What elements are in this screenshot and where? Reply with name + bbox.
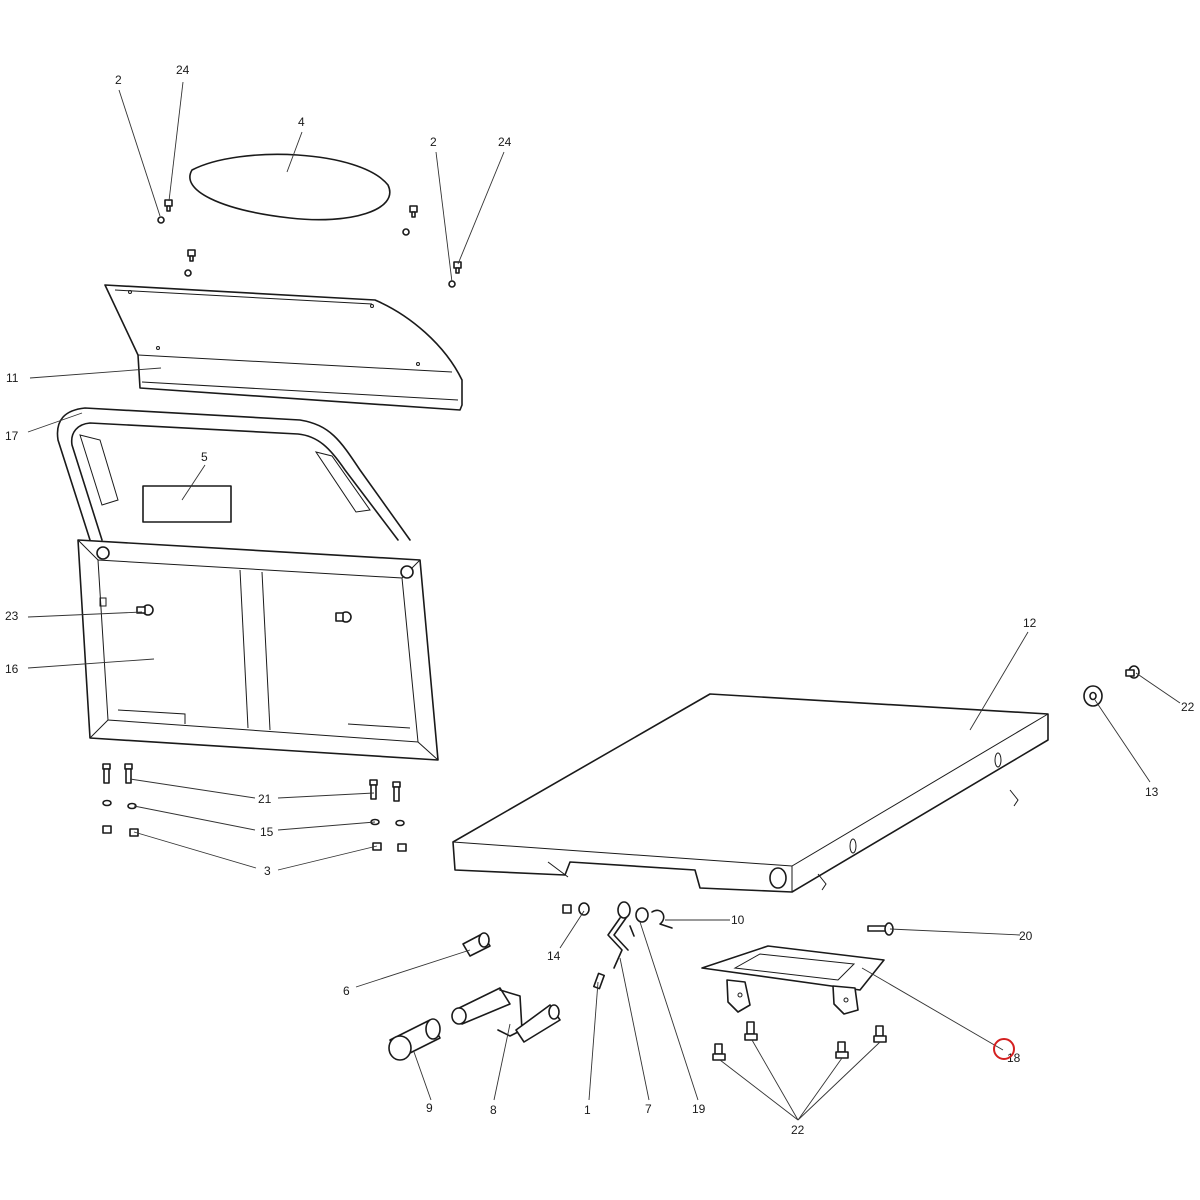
part-19-bushing	[635, 907, 649, 923]
part-20-bolt	[867, 922, 894, 936]
callout-2: 2	[115, 73, 122, 87]
part-12-tray	[452, 693, 1049, 893]
callout-18: 18	[1007, 1051, 1021, 1065]
callout-24: 24	[176, 63, 190, 77]
callout-22: 22	[1181, 700, 1195, 714]
callout-4: 4	[298, 115, 305, 129]
part-6-pin	[462, 932, 491, 957]
callout-2: 2	[430, 135, 437, 149]
callout-7: 7	[645, 1102, 652, 1116]
part-7-lever	[607, 901, 635, 969]
callout-5: 5	[201, 450, 208, 464]
callout-22: 22	[791, 1123, 805, 1137]
callout-24: 24	[498, 135, 512, 149]
callout-15: 15	[260, 825, 274, 839]
part-11-top-panel	[104, 284, 463, 411]
callout-16: 16	[5, 662, 19, 676]
callout-labels: 2 24 4 2 24 11 17 5 23 16 21 15 3 12 22 …	[5, 63, 1195, 1137]
callout-8: 8	[490, 1103, 497, 1117]
callout-6: 6	[343, 984, 350, 998]
part-5-label	[142, 485, 232, 523]
hardware-top-screws-nuts	[157, 199, 462, 288]
part-9-cylinder	[388, 1018, 441, 1061]
highlight-marker-circle	[993, 1038, 1015, 1060]
callout-21: 21	[258, 792, 272, 806]
part-22-bolt-right	[1125, 665, 1140, 679]
part-16-frame	[77, 539, 439, 761]
part-10-clip	[651, 909, 673, 929]
part-8-handle	[451, 987, 561, 1043]
callout-17: 17	[5, 429, 19, 443]
callout-13: 13	[1145, 785, 1159, 799]
callout-14: 14	[547, 949, 561, 963]
part-1-pin	[592, 972, 606, 990]
callout-19: 19	[692, 1102, 706, 1116]
part-23-bolts	[136, 604, 352, 623]
part-18-bracket	[701, 945, 885, 1015]
callout-12: 12	[1023, 616, 1037, 630]
hardware-frame-bolts-washers-nuts	[102, 763, 407, 852]
part-17-handle-bar	[56, 407, 411, 541]
callout-9: 9	[426, 1101, 433, 1115]
callout-1: 1	[584, 1103, 591, 1117]
leader-lines	[27, 81, 1181, 1121]
callout-11: 11	[6, 371, 19, 385]
callout-23: 23	[5, 609, 19, 623]
callout-20: 20	[1019, 929, 1033, 943]
part-14-nut-washer	[562, 902, 590, 916]
part-22-bolts-bottom	[712, 1021, 887, 1061]
part-4-oval-decal	[189, 153, 391, 221]
part-13-washer	[1083, 685, 1103, 707]
callout-3: 3	[264, 864, 271, 878]
callout-10: 10	[731, 913, 745, 927]
